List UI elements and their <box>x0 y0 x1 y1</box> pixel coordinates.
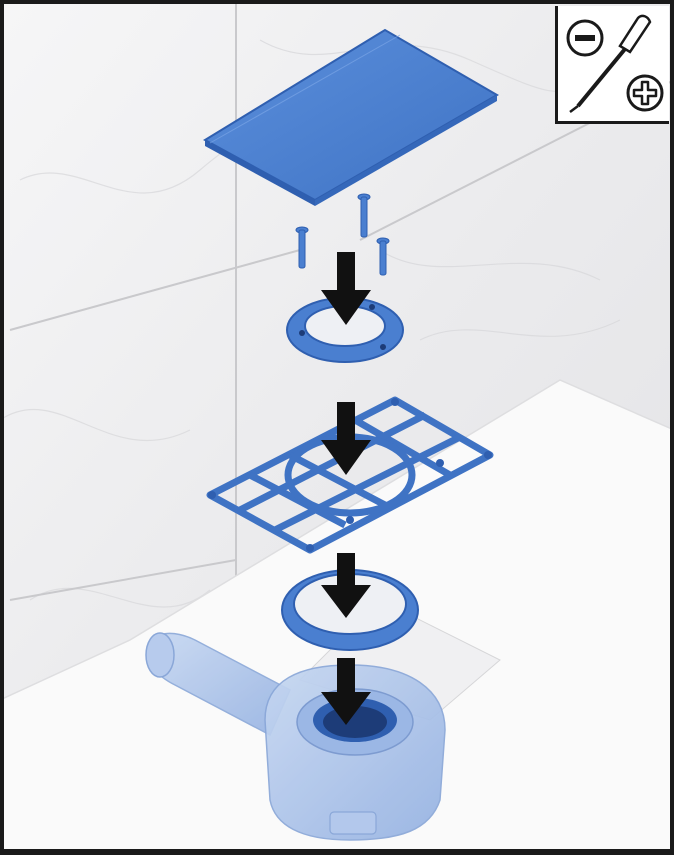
flat-screwdriver-icon <box>568 21 602 55</box>
frame-border-left <box>0 0 4 855</box>
frame-border-top <box>0 0 674 4</box>
phillips-screwdriver-icon <box>628 76 662 110</box>
frame-border-bottom <box>0 849 674 855</box>
tool-requirement-box <box>555 6 669 124</box>
frame-border-right <box>670 0 674 855</box>
